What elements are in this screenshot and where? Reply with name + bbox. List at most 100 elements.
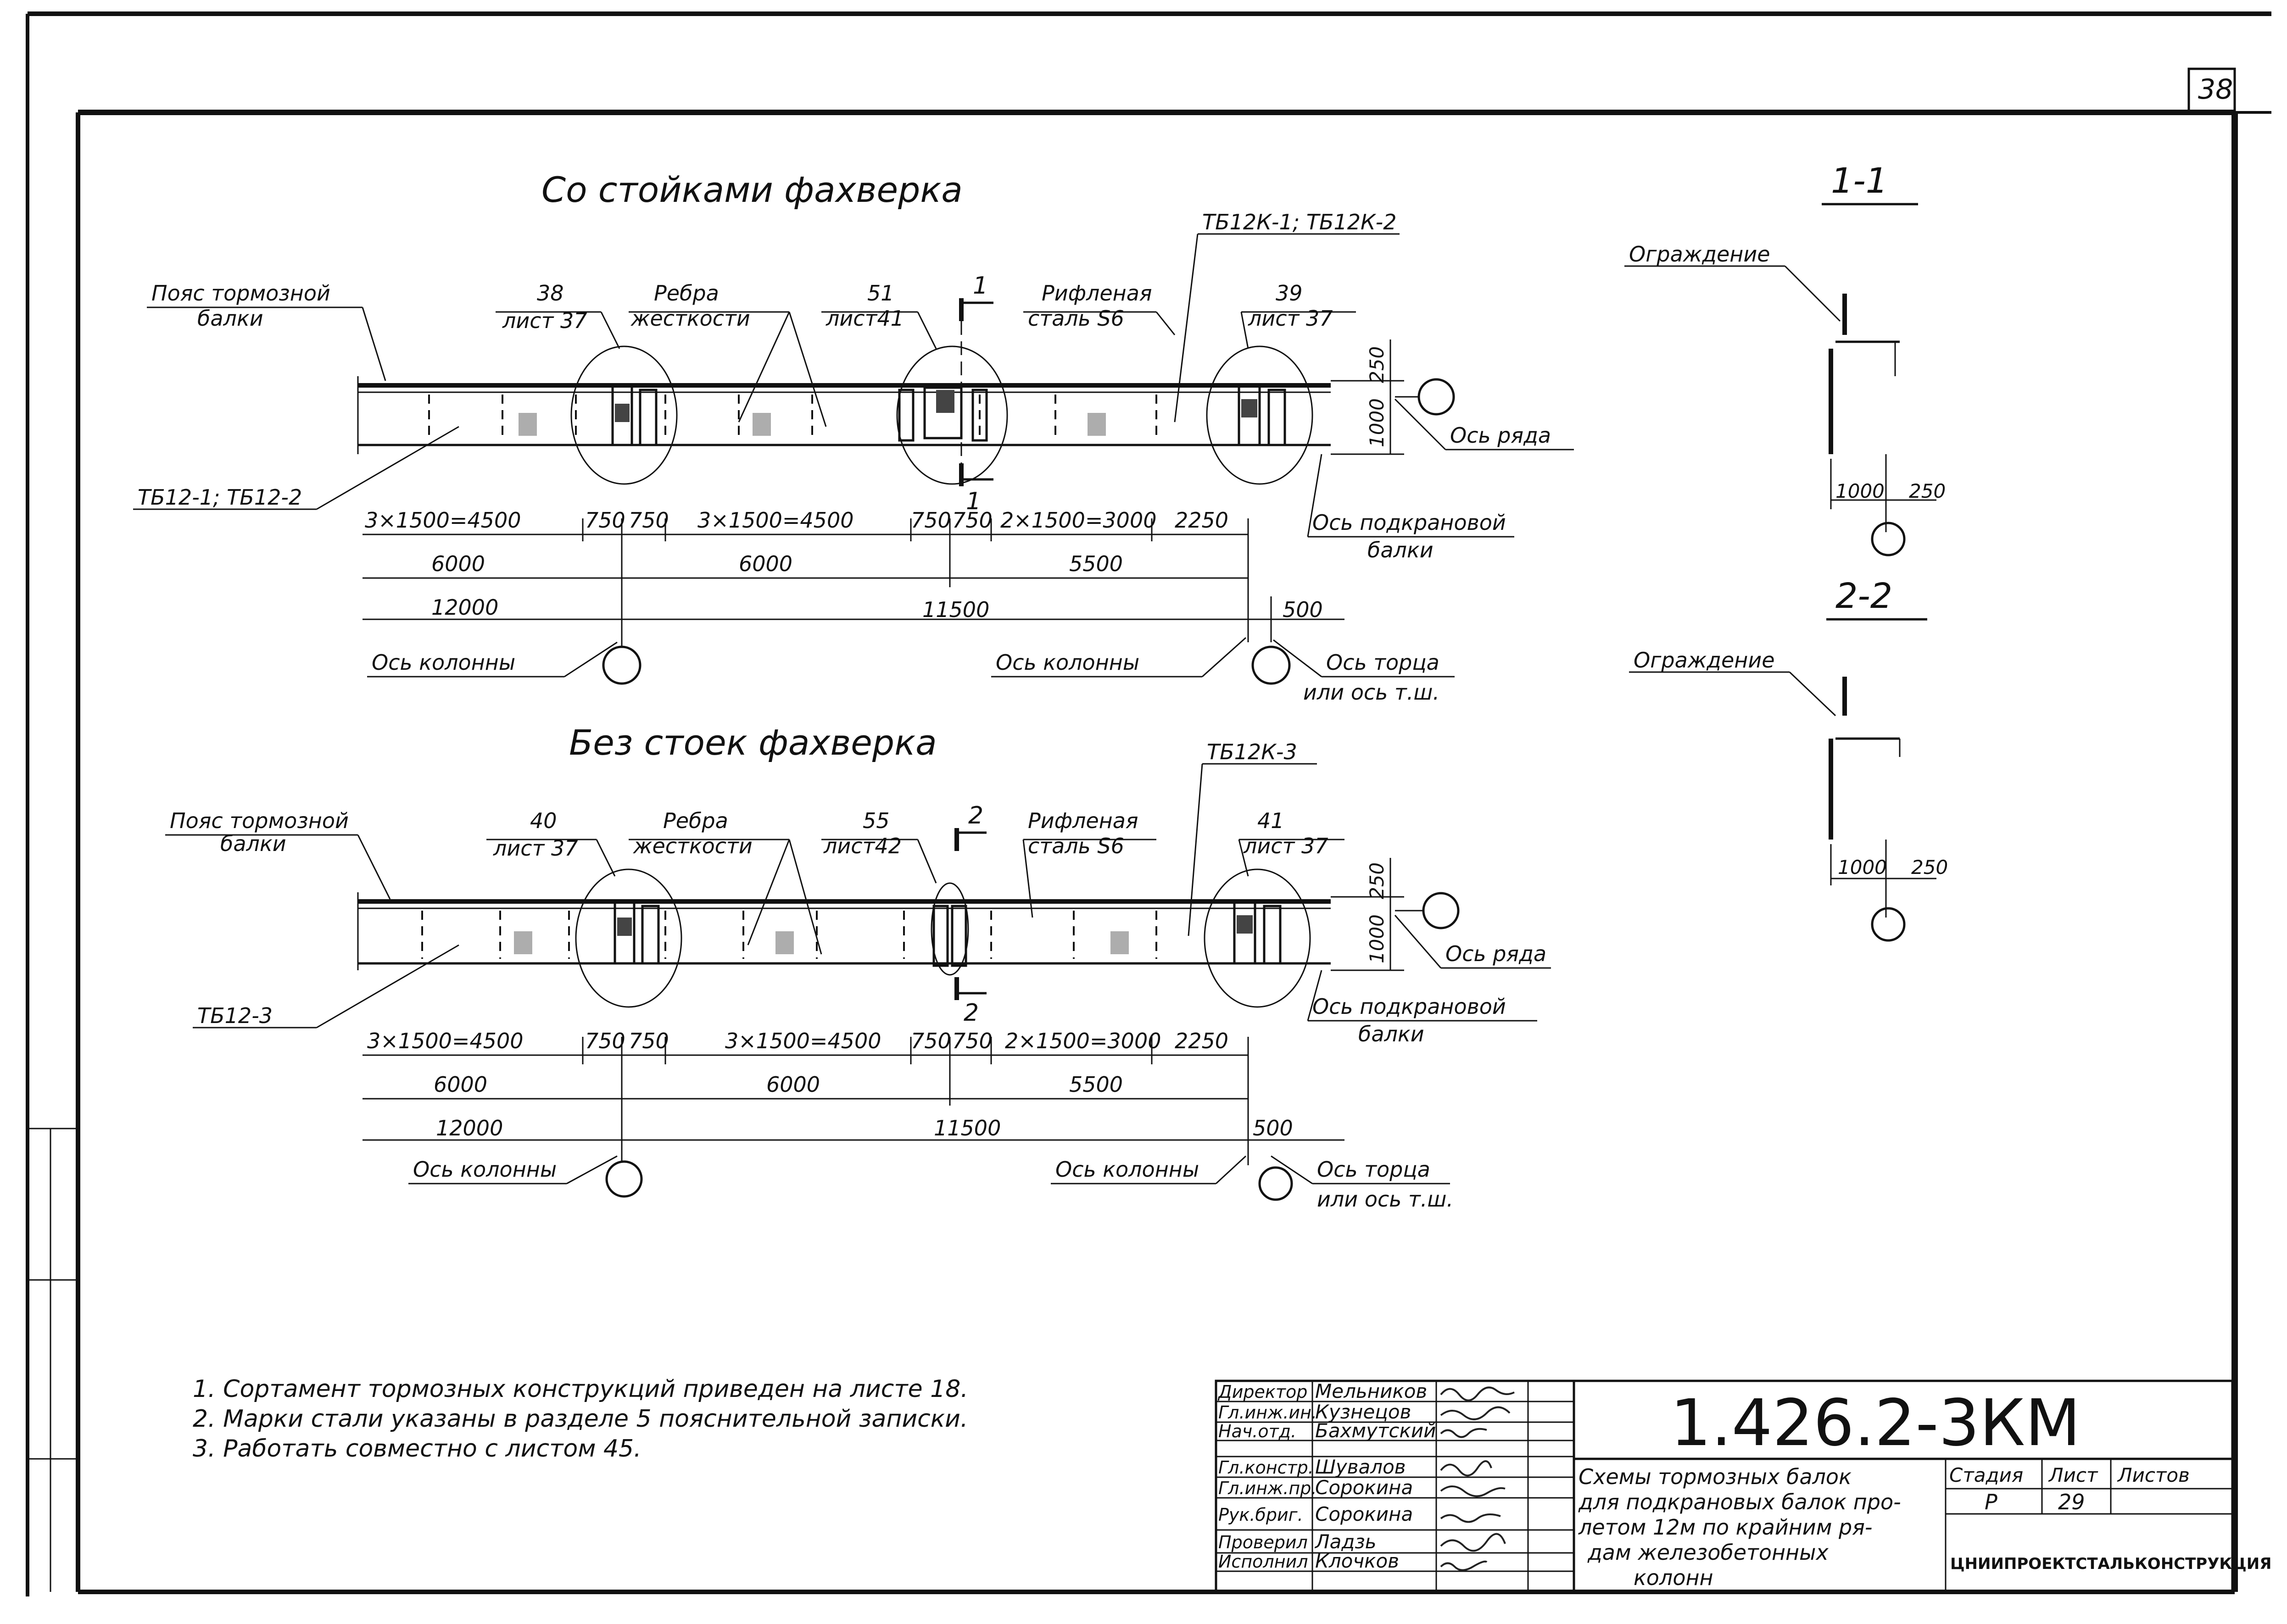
stamp-names: Мельников Кузнецов Бахмутский Шувалов Со… (1314, 1380, 1436, 1572)
svg-text:3×1500=4500: 3×1500=4500 (367, 1029, 524, 1053)
lower-dim-250: 250 (1366, 862, 1388, 899)
stamp-roles: Директор Гл.инж.ин. Нач.отд. Гл.констр. … (1217, 1382, 1317, 1572)
upper-section-mark-bottom: 1 (966, 488, 981, 515)
stamp-stage: Р (1985, 1490, 1997, 1514)
stamp-signatures (1440, 1386, 1515, 1571)
upper-axis-col-2: Ось колонны (996, 650, 1139, 675)
svg-text:750: 750 (585, 1029, 625, 1053)
svg-text:летом 12м по крайним ря-: летом 12м по крайним ря- (1578, 1515, 1873, 1540)
svg-text:3×1500=4500: 3×1500=4500 (697, 508, 854, 533)
svg-text:6000: 6000 (434, 1072, 487, 1097)
svg-text:Рук.бриг.: Рук.бриг. (1218, 1505, 1303, 1525)
svg-text:750: 750 (629, 508, 669, 533)
upper-belt-label-2: балки (197, 306, 263, 331)
svg-text:2×1500=3000: 2×1500=3000 (1000, 508, 1157, 533)
svg-text:для подкрановых балок про-: для подкрановых балок про- (1578, 1490, 1901, 1514)
lower-axis-crane-1: Ось подкрановой (1312, 994, 1506, 1019)
upper-plate-1: Рифленая (1042, 281, 1152, 306)
upper-axis-end-2: или ось т.ш. (1303, 680, 1439, 705)
svg-text:5500: 5500 (1069, 1072, 1123, 1097)
svg-text:12000: 12000 (436, 1116, 503, 1140)
stamp-col-sheets: Листов (2117, 1464, 2190, 1486)
upper-axis-row: Ось ряда (1450, 423, 1551, 448)
upper-axis-crane-2: балки (1367, 538, 1434, 562)
section-1-1: 1-1 Ограждение 1000 250 (1624, 160, 1946, 556)
lower-section-mark-top: 2 (968, 802, 983, 829)
upper-dim-row-2: 6000 6000 5500 (363, 551, 1248, 579)
svg-text:6000: 6000 (431, 551, 485, 576)
section-2-title: 2-2 (1835, 575, 1892, 616)
svg-text:2250: 2250 (1175, 508, 1228, 533)
page-number-box: 38 (2187, 67, 2236, 114)
section-2-dim-a: 1000 (1838, 856, 1887, 879)
section-2-2: 2-2 Ограждение 1000 250 (1629, 575, 1948, 942)
stamp-col-stage: Стадия (1949, 1464, 2023, 1486)
lower-node-c-num: 41 (1257, 808, 1284, 833)
svg-text:Сорокина: Сорокина (1315, 1476, 1413, 1499)
svg-text:2250: 2250 (1175, 1029, 1228, 1053)
svg-text:Исполнил: Исполнил (1218, 1552, 1308, 1572)
svg-text:5500: 5500 (1069, 551, 1123, 576)
svg-text:Мельников: Мельников (1315, 1380, 1427, 1402)
upper-node-c-num: 39 (1276, 281, 1303, 306)
upper-node-c-sheet: лист 37 (1248, 306, 1333, 331)
upper-dim-row-3: 12000 11500 500 (363, 595, 1344, 622)
stamp-description: Схемы тормозных балок для подкрановых ба… (1578, 1464, 1901, 1590)
svg-text:750: 750 (911, 508, 951, 533)
lower-ribs-2: жесткости (633, 834, 753, 858)
svg-text:11500: 11500 (922, 597, 989, 622)
svg-text:Клочков: Клочков (1315, 1550, 1399, 1572)
lower-axis-crane-2: балки (1358, 1022, 1424, 1046)
note-3: 3. Работать совместно с листом 45. (193, 1435, 641, 1463)
lower-scheme: Без стоек фахверка (165, 722, 1551, 1212)
svg-text:Сорокина: Сорокина (1315, 1503, 1413, 1525)
upper-node-b-num: 51 (867, 281, 894, 306)
svg-text:Директор: Директор (1217, 1382, 1307, 1402)
section-1-label: Ограждение (1629, 242, 1770, 267)
upper-axis-crane-1: Ось подкрановой (1312, 510, 1506, 535)
lower-belt-label-1: Пояс тормозной (170, 808, 349, 833)
stamp-col-sheet: Лист (2048, 1464, 2098, 1486)
svg-text:750: 750 (952, 1029, 993, 1053)
svg-text:2×1500=3000: 2×1500=3000 (1005, 1029, 1161, 1053)
section-1-dim-b: 250 (1909, 480, 1946, 502)
upper-plate-2: сталь S6 (1028, 306, 1124, 331)
lower-dim-1000: 1000 (1366, 914, 1388, 963)
lower-plate-1: Рифленая (1028, 808, 1138, 833)
svg-text:750: 750 (629, 1029, 669, 1053)
upper-node-a-num: 38 (537, 281, 564, 306)
lower-mark-top: ТБ12К-3 (1207, 740, 1297, 764)
svg-text:Гл.констр.: Гл.констр. (1218, 1457, 1314, 1478)
svg-text:Проверил: Проверил (1218, 1532, 1308, 1552)
section-2-label: Ограждение (1634, 648, 1775, 673)
svg-text:Гл.инж.пр.: Гл.инж.пр. (1218, 1478, 1316, 1498)
svg-text:750: 750 (585, 508, 625, 533)
document-code: 1.426.2-3КМ (1670, 1386, 2081, 1461)
lower-dim-row-1: 3×1500=4500 750 750 3×1500=4500 750 750 … (363, 1029, 1248, 1056)
lower-axis-end-2: или ось т.ш. (1317, 1187, 1453, 1212)
svg-text:Бахмутский: Бахмутский (1315, 1419, 1436, 1442)
note-2: 2. Марки стали указаны в разделе 5 поясн… (193, 1405, 968, 1433)
lower-dim-row-3: 12000 11500 500 (363, 1116, 1344, 1141)
lower-plate-2: сталь S6 (1028, 834, 1124, 858)
page-number: 38 (2198, 73, 2233, 106)
lower-node-a-num: 40 (530, 808, 557, 833)
upper-dim-1000: 1000 (1366, 398, 1388, 447)
svg-text:750: 750 (952, 508, 993, 533)
section-1-dim-a: 1000 (1835, 480, 1885, 502)
note-1: 1. Сортамент тормозных конструкций приве… (193, 1375, 968, 1403)
stamp-sheet: 29 (2058, 1490, 2085, 1514)
lower-axis-col-2: Ось колонны (1055, 1157, 1199, 1182)
svg-text:750: 750 (911, 1029, 951, 1053)
svg-text:Гл.инж.ин.: Гл.инж.ин. (1218, 1402, 1317, 1423)
upper-ribs-1: Ребра (654, 281, 719, 306)
svg-text:6000: 6000 (739, 551, 792, 576)
lower-node-b-num: 55 (863, 808, 890, 833)
upper-dim-250: 250 (1366, 346, 1388, 383)
svg-text:6000: 6000 (766, 1072, 820, 1097)
svg-text:500: 500 (1283, 597, 1323, 622)
svg-text:3×1500=4500: 3×1500=4500 (725, 1029, 881, 1053)
upper-node-b-sheet: лист41 (826, 306, 904, 331)
lower-ribs-1: Ребра (663, 808, 728, 833)
